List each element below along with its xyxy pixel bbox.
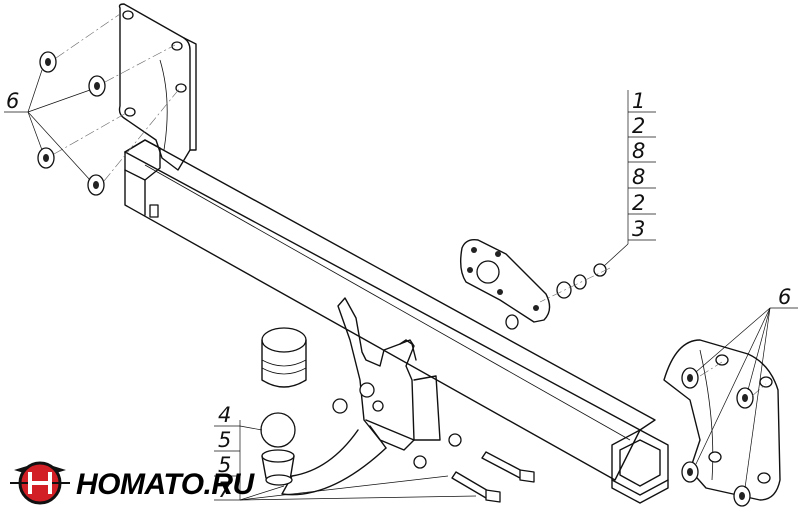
callout-stack-left-2: 5 xyxy=(218,428,231,452)
callout-right-6: 6 xyxy=(778,285,791,309)
main-cross-beam xyxy=(124,139,669,504)
leader-lines xyxy=(4,69,798,501)
callout-left-6: 6 xyxy=(6,89,19,113)
callout-labels: 6 6 1 2 8 8 2 3 4 5 5 7 xyxy=(6,89,791,502)
right-mounting-bracket xyxy=(663,339,781,501)
logo-emblem-icon xyxy=(10,461,70,505)
socket-mounting-plate xyxy=(459,238,551,323)
tow-ball-cover xyxy=(261,327,307,388)
callout-stack-left-1: 4 xyxy=(218,403,231,427)
left-washer-group xyxy=(37,51,106,196)
bolts xyxy=(451,451,535,503)
socket-fasteners xyxy=(505,263,607,330)
left-mounting-bracket xyxy=(118,3,197,171)
callout-stack-right-2: 2 xyxy=(632,114,645,138)
callout-stack-right-1: 1 xyxy=(632,89,645,113)
callout-stack-right-4: 8 xyxy=(632,165,645,189)
callout-stack-right-3: 8 xyxy=(632,139,645,163)
callout-stack-right-6: 3 xyxy=(632,217,645,241)
callout-stack-left-3: 5 xyxy=(218,453,231,477)
homato-logo: HOMATO.RU xyxy=(10,461,256,505)
axis-lines xyxy=(53,13,767,397)
right-washer-group xyxy=(681,367,754,507)
callout-stack-left-4: 7 xyxy=(218,478,232,502)
callout-stack-right-5: 2 xyxy=(632,191,645,215)
logo-wordmark: HOMATO.RU xyxy=(76,468,256,501)
